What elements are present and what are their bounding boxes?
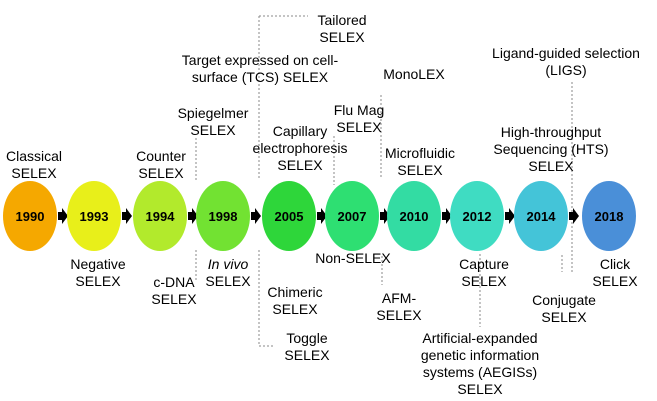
year-label-2010: 2010 <box>400 209 429 224</box>
timeline-chain: 1990 1993 1994 1998 2005 2007 2010 2012 2014 2018 <box>3 181 636 251</box>
year-node-1990 <box>3 181 57 251</box>
arrow-1990-to-1993 <box>58 208 68 224</box>
year-label-2007: 2007 <box>338 209 367 224</box>
year-label-1998: 1998 <box>209 209 238 224</box>
label-tcs-selex: Target expressed on cell-surface (TCS) S… <box>181 52 339 85</box>
year-label-1990: 1990 <box>16 209 45 224</box>
leader-lines <box>195 15 573 347</box>
year-node-1998 <box>196 181 250 251</box>
year-label-2018: 2018 <box>595 209 624 224</box>
year-node-2007 <box>325 181 379 251</box>
year-label-1994: 1994 <box>146 209 176 224</box>
label-monolex: MonoLEX <box>383 66 445 82</box>
year-node-2014 <box>514 181 568 251</box>
arrow-2007-to-2010 <box>380 208 390 224</box>
year-label-2005: 2005 <box>275 209 304 224</box>
label-afm-selex: AFM-SELEX <box>376 290 422 323</box>
label-nonselex: Non-SELEX <box>315 250 391 266</box>
arrow-1994-to-1998 <box>188 208 198 224</box>
year-node-1994 <box>133 181 187 251</box>
year-node-2005 <box>262 181 316 251</box>
year-node-2018 <box>582 181 636 251</box>
arrow-2012-to-2014 <box>505 208 515 224</box>
arrow-1998-to-2005 <box>251 208 261 224</box>
arrow-2014-to-2018 <box>569 208 579 224</box>
year-label-2012: 2012 <box>463 209 492 224</box>
year-node-2010 <box>387 181 441 251</box>
arrow-2005-to-2007 <box>317 208 327 224</box>
arrow-2010-to-2012 <box>442 208 452 224</box>
arrow-1993-to-1994 <box>122 208 132 224</box>
year-label-2014: 2014 <box>527 209 557 224</box>
year-node-2012 <box>450 181 504 251</box>
year-label-1993: 1993 <box>80 209 109 224</box>
year-node-1993 <box>67 181 121 251</box>
label-ligs: Ligand-guided selection(LIGS) <box>492 45 640 78</box>
